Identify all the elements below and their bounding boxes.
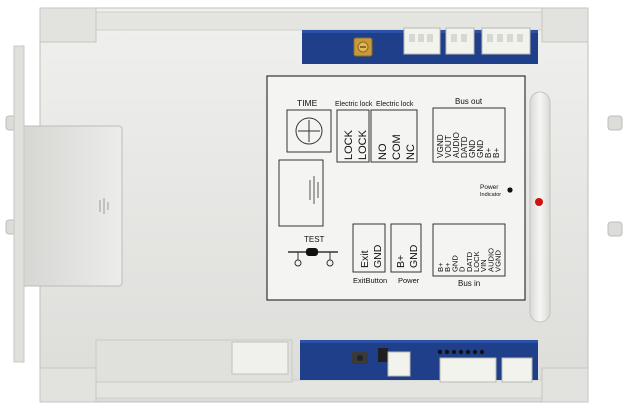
power-indicator-label-1: Power xyxy=(480,184,499,191)
right-slot xyxy=(529,91,551,323)
bus-in-pin-8: VGND xyxy=(494,250,503,272)
lock-terminal xyxy=(336,109,370,163)
power-bplus-label: B+ xyxy=(395,255,407,268)
time-trimmer-box xyxy=(286,109,332,153)
bus-out-pin-0: VGND xyxy=(436,134,445,158)
left-lip xyxy=(13,45,25,363)
bus-out-pin-4: GND xyxy=(468,140,477,158)
mount-tab-right-top xyxy=(607,115,623,131)
nc-label: NC xyxy=(405,144,417,160)
connector-bottom-1 xyxy=(387,351,411,377)
pcb-bottom xyxy=(300,340,538,380)
bus-out-pin-5: GND xyxy=(476,140,485,158)
time-label: TIME xyxy=(297,98,318,108)
bus-out-label: Bus out xyxy=(455,97,483,106)
bus-out-pin-1: VOUT xyxy=(444,135,453,158)
exit-gnd-label: GND xyxy=(372,244,384,268)
bus-in-pin-1: B+ xyxy=(443,262,452,272)
test-jumper-symbol xyxy=(288,248,338,267)
bus-in-pin-6: VIN xyxy=(479,259,488,272)
power-indicator-led xyxy=(535,198,543,206)
bus-out-terminal xyxy=(432,107,506,163)
corner-ear-bl xyxy=(39,367,97,403)
corner-ear-br xyxy=(541,367,589,403)
bus-in-label: Bus in xyxy=(458,279,480,288)
com-label: COM xyxy=(391,134,403,160)
ic-dots xyxy=(437,349,485,355)
connector-bottom-2 xyxy=(439,357,497,383)
bus-in-pin-0: B+ xyxy=(436,262,445,272)
bus-in-pin-5: LOCK xyxy=(472,251,481,272)
connector-top-2 xyxy=(445,27,475,55)
bottom-left-clip xyxy=(231,341,289,375)
exit-label: Exit xyxy=(359,250,371,268)
bus-out-pin-2: AUDIO xyxy=(452,132,461,158)
left-cover xyxy=(13,125,123,287)
test-label: TEST xyxy=(304,235,325,244)
corner-ear-tl xyxy=(39,7,97,43)
lock-label-2: LOCK xyxy=(357,129,369,160)
bus-out-pin-7: B+ xyxy=(492,148,501,158)
power-gnd-label: GND xyxy=(408,244,420,268)
connector-bottom-3 xyxy=(501,357,533,383)
connector-top-3 xyxy=(481,27,531,55)
lock-label-1: LOCK xyxy=(343,129,355,160)
power-terminal xyxy=(390,223,422,273)
bus-in-pin-2: GND xyxy=(450,255,459,272)
cover-box xyxy=(278,159,324,227)
bus-in-pin-3: D xyxy=(458,266,467,272)
exit-terminal xyxy=(352,223,386,273)
power-indicator-label-2: Indicator xyxy=(480,192,501,198)
corner-ear-tr xyxy=(541,7,589,43)
exit-button-label: ExitButton xyxy=(353,276,387,285)
relay-terminal xyxy=(370,109,418,163)
mount-tab-right-bottom xyxy=(607,221,623,237)
electric-lock-label-2: Electric lock xyxy=(376,101,414,108)
power-indicator-dot xyxy=(507,187,513,193)
top-rail xyxy=(45,11,583,31)
connector-top-1 xyxy=(403,27,441,55)
electric-lock-label-1: Electric lock xyxy=(335,101,373,108)
bus-out-pin-3: DATD xyxy=(460,136,469,158)
no-label: NO xyxy=(377,143,389,160)
bus-out-pin-6: B+ xyxy=(484,148,493,158)
bus-in-pin-4: DATD xyxy=(465,251,474,272)
bus-in-pin-7: AUDIO xyxy=(486,248,495,272)
bus-in-terminal xyxy=(432,223,506,277)
power-label: Power xyxy=(398,276,420,285)
bottom-rail xyxy=(45,379,583,399)
